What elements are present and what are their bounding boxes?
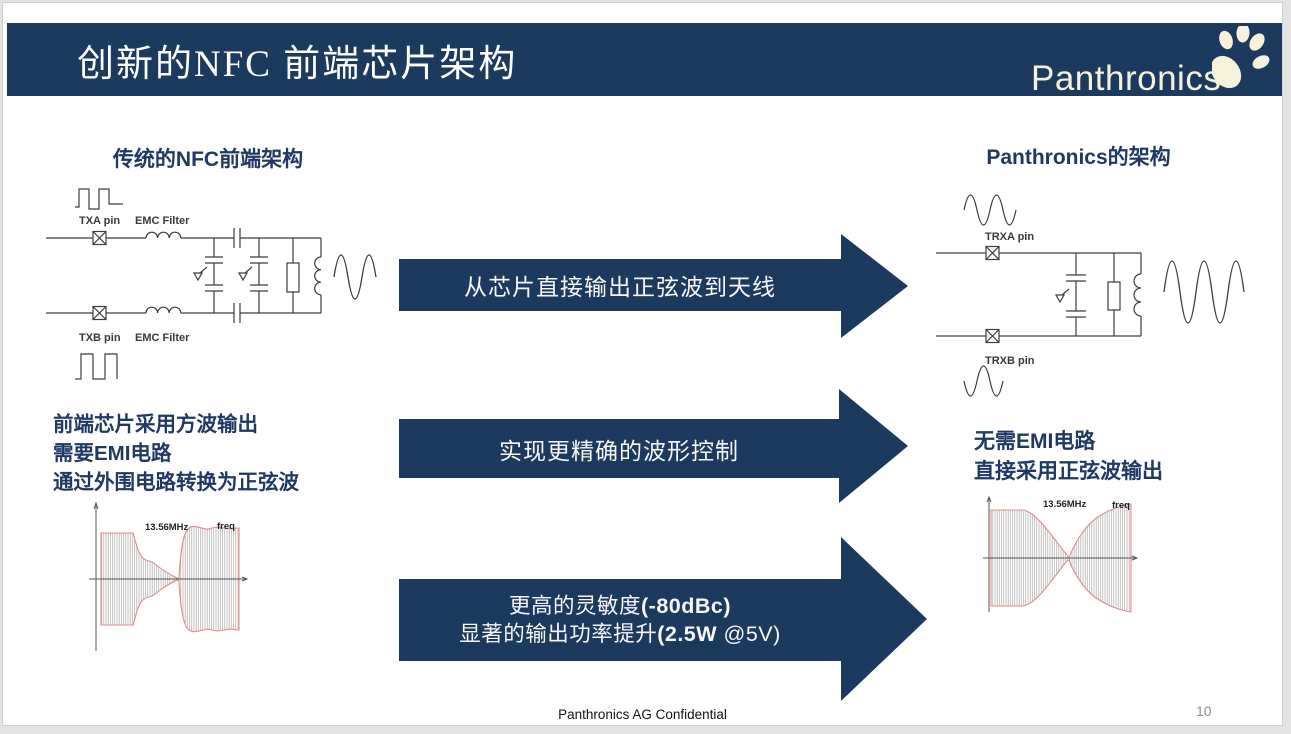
series-capacitor-top <box>233 228 241 248</box>
description-line: 前端芯片采用方波输出 <box>53 413 258 436</box>
txa-pin-symbol <box>92 230 107 246</box>
panthronics-circuit-diagram: TRXA pin TRXB pin <box>936 194 1245 397</box>
series-capacitor-bottom <box>233 303 241 323</box>
benefit-arrow-3: 更高的灵敏度(-80dBc) 显著的输出功率提升(2.5W @5V) <box>399 537 927 701</box>
arrow-3-line-1: 更高的灵敏度(-80dBc) <box>508 594 732 618</box>
emc-inductor-bottom <box>145 306 182 314</box>
txb-pin-symbol <box>92 305 107 321</box>
paw-print-icon <box>1212 26 1270 89</box>
load-resistor <box>1107 253 1121 336</box>
traditional-architecture-title: 传统的NFC前端架构 <box>112 148 304 171</box>
description-line: 需要EMI电路 <box>53 442 172 465</box>
trxa-pin-label: TRXA pin <box>985 231 1034 243</box>
freq-axis-label: freq <box>1112 500 1130 511</box>
panthronics-architecture-title: Panthronics的架构 <box>986 146 1171 169</box>
txb-pin-label: TXB pin <box>79 332 121 344</box>
traditional-circuit-diagram: TXA pin EMC Filter TXB pin EMC Filter <box>46 188 377 380</box>
presentation-slide: 创新的NFC 前端芯片架构 Panthronics 传统的NFC前端架构 Pan… <box>2 2 1283 726</box>
txa-pin-label: TXA pin <box>79 215 120 227</box>
output-sine-icon <box>333 254 377 300</box>
trxb-pin-symbol <box>985 328 1000 344</box>
shunt-capacitor-branch-b <box>237 238 268 313</box>
page-title: 创新的NFC 前端芯片架构 <box>77 44 518 85</box>
input-sine-bottom-icon <box>963 365 1004 397</box>
emc-filter-top-label: EMC Filter <box>135 215 190 227</box>
description-line: 直接采用正弦波输出 <box>974 460 1163 483</box>
frequency-label: 13.56MHz <box>145 522 189 533</box>
panthronics-waveform-plot: 13.56MHz freq <box>983 495 1139 613</box>
plot-axes <box>983 495 1139 612</box>
freq-axis-label: freq <box>217 521 235 532</box>
benefit-arrow-2: 实现更精确的波形控制 <box>399 389 908 503</box>
traditional-waveform-plot: 13.56MHz freq <box>89 501 249 651</box>
trxa-pin-symbol <box>985 245 1000 261</box>
square-wave-top-icon <box>75 188 123 210</box>
benefit-arrow-1: 从芯片直接输出正弦波到天线 <box>399 234 908 338</box>
antenna-coil <box>1133 253 1142 336</box>
square-wave-bottom-icon <box>75 353 118 380</box>
plot-axes <box>89 501 249 651</box>
logo-wordmark: Panthronics <box>1031 59 1222 98</box>
shunt-capacitor-branch-a <box>192 238 223 313</box>
panthronics-description: 无需EMI电路 直接采用正弦波输出 <box>974 427 1163 487</box>
output-sine-icon <box>1163 260 1245 324</box>
arrow-2-label: 实现更精确的波形控制 <box>499 437 739 464</box>
arrow-1-label: 从芯片直接输出正弦波到天线 <box>464 274 776 300</box>
confidential-notice: Panthronics AG Confidential <box>558 707 727 722</box>
input-sine-top-icon <box>963 194 1017 226</box>
shunt-capacitor-branch <box>1054 253 1086 336</box>
arrow-3-label: 更高的灵敏度(-80dBc) 显著的输出功率提升(2.5W @5V) <box>399 579 841 661</box>
emc-filter-bottom-label: EMC Filter <box>135 332 190 344</box>
description-line: 无需EMI电路 <box>974 430 1096 453</box>
header-bar: 创新的NFC 前端芯片架构 Panthronics <box>7 23 1282 98</box>
description-line: 通过外围电路转换为正弦波 <box>53 471 299 494</box>
load-resistor <box>286 238 300 313</box>
frequency-label: 13.56MHz <box>1043 499 1087 510</box>
arrow-3-line-2: 显著的输出功率提升(2.5W @5V) <box>459 622 781 646</box>
page-number: 10 <box>1196 703 1212 719</box>
traditional-description: 前端芯片采用方波输出 需要EMI电路 通过外围电路转换为正弦波 <box>53 410 299 497</box>
antenna-coil <box>314 238 322 313</box>
trxb-pin-label: TRXB pin <box>985 355 1035 367</box>
emc-inductor-top <box>145 231 182 239</box>
